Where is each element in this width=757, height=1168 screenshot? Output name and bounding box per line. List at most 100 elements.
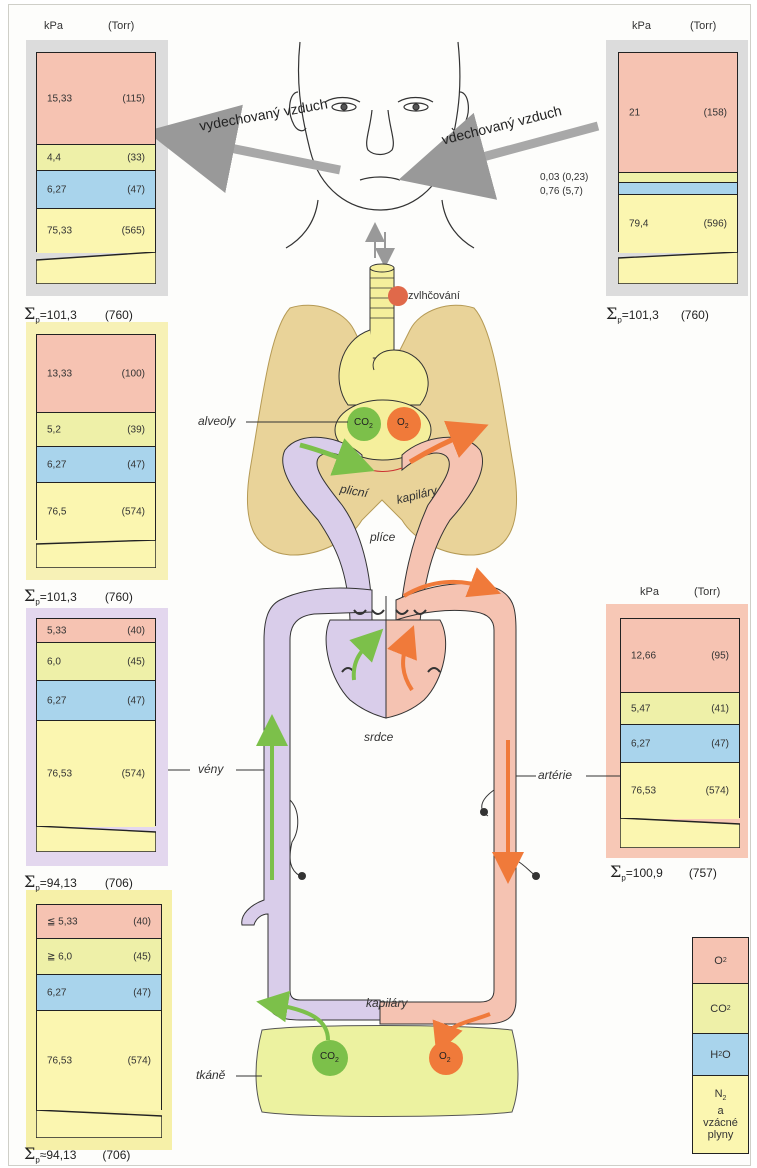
expired-o2-segment: 15,33 (115): [37, 53, 155, 145]
veins-h2o-torr: (47): [127, 695, 145, 706]
tissues-h2o-segment: 6,27(47): [37, 975, 161, 1011]
alveoli-co2-torr: (39): [127, 424, 145, 435]
inspired-h2o-segment: [619, 183, 737, 195]
tissues-sum-torr: (706): [102, 1148, 130, 1162]
expired-n2-kpa: 75,33: [47, 226, 72, 237]
veins-sum-torr: (706): [105, 876, 133, 890]
arteries-o2-torr: (95): [711, 650, 729, 661]
tissue-shape: [256, 1026, 518, 1117]
tissue-co2-bubble-text: CO2: [320, 1051, 339, 1064]
arteries-n2-kpa: 76,53: [631, 786, 656, 797]
heart-label: srdce: [364, 730, 393, 744]
tissues-n2-kpa: 76,53: [47, 1056, 72, 1067]
tissues-n2-torr: (574): [128, 1056, 151, 1067]
inspired-bar: 21(158) 79,4 (596): [618, 52, 738, 252]
veins-label: vény: [198, 762, 223, 776]
arteries-o2-segment: 12,66 (95): [621, 619, 739, 693]
tissues-o2-torr: (40): [133, 916, 151, 927]
legend-n2: N2 a vzácné plyny: [693, 1076, 748, 1153]
expired-sum: Σp=101,3(760): [24, 304, 133, 324]
inspired-n2-tail: [618, 252, 738, 284]
inspired-n2-kpa: 79,4: [629, 219, 648, 230]
veins-h2o-kpa: 6,27: [47, 695, 66, 706]
veins-n2-segment: 76,53 (574): [37, 721, 155, 827]
veins-co2-torr: (45): [127, 656, 145, 667]
alveoli-bar: 13,33(100) 5,2(39) 6,27(47) 76,5(574): [36, 334, 156, 540]
inspired-o2-segment: 21(158): [619, 53, 737, 173]
veins-co2-kpa: 6,0: [47, 656, 61, 667]
alveoli-n2-segment: 76,5 (574): [37, 483, 155, 541]
tissue-o2-bubble-text: O2: [439, 1051, 451, 1064]
tissues-n2-tail: [36, 1110, 162, 1138]
tissues-co2-segment: ≧ 6,0(45): [37, 939, 161, 975]
arteries-label: artérie: [538, 768, 572, 782]
alveoli-o2-segment: 13,33 (100): [37, 335, 155, 413]
expired-sum-torr: (760): [105, 308, 133, 322]
expired-o2-torr: (115): [122, 93, 145, 104]
veins-n2-torr: (574): [122, 769, 145, 780]
inspired-n2-segment: 79,4 (596): [619, 195, 737, 253]
alveoli-n2-torr: (574): [122, 507, 145, 518]
veins-n2-tail: [36, 826, 156, 852]
arteries-sum-torr: (757): [689, 866, 717, 880]
alveoli-h2o-kpa: 6,27: [47, 459, 66, 470]
veins-bar: 5,33(40) 6,0 (45) 6,27 (47) 76,53 (574): [36, 618, 156, 826]
arteries-torr-header: (Torr): [694, 586, 720, 598]
inspired-o2-kpa: 21: [629, 107, 640, 118]
inspired-sum-kpa: 101,3: [629, 308, 659, 322]
veins-sum: Σp=94,13(706): [24, 872, 133, 892]
expired-sum-kpa: 101,3: [47, 308, 77, 322]
expired-co2-kpa: 4,4: [47, 152, 61, 163]
alveoli-n2-kpa: 76,5: [47, 507, 66, 518]
expired-h2o-segment: 6,27(47): [37, 171, 155, 209]
arteries-o2-kpa: 12,66: [631, 650, 656, 661]
alveoli-sum-kpa: 101,3: [47, 590, 77, 604]
expired-torr-header: (Torr): [108, 20, 134, 32]
veins-co2-segment: 6,0 (45): [37, 643, 155, 681]
alveoli-label: alveoly: [198, 414, 235, 428]
tissues-o2-kpa: ≦ 5,33: [47, 916, 78, 927]
alveoli-n2-tail: [36, 540, 156, 568]
expired-n2-segment: 75,33 (565): [37, 209, 155, 253]
arteries-n2-torr: (574): [706, 786, 729, 797]
arteries-n2-tail: [620, 818, 740, 848]
arteries-h2o-kpa: 6,27: [631, 738, 650, 749]
veins-n2-kpa: 76,53: [47, 769, 72, 780]
veins-sum-kpa: 94,13: [47, 876, 77, 890]
alveoli-o2-torr: (100): [122, 368, 145, 379]
alveoli-h2o-torr: (47): [127, 459, 145, 470]
veins-h2o-segment: 6,27 (47): [37, 681, 155, 721]
inspired-h2o-side-label: 0,76 (5,7): [540, 186, 583, 197]
arteries-n2-segment: 76,53 (574): [621, 763, 739, 819]
alveoli-o2-kpa: 13,33: [47, 368, 72, 379]
arteries-h2o-segment: 6,27(47): [621, 725, 739, 763]
arteries-co2-kpa: 5,47: [631, 703, 650, 714]
inspired-sum-torr: (760): [681, 308, 709, 322]
inspired-n2-torr: (596): [704, 219, 727, 230]
tissues-co2-torr: (45): [133, 951, 151, 962]
arteries-sum-kpa: 100,9: [633, 866, 663, 880]
tissues-sum-kpa: 94,13: [46, 1148, 76, 1162]
arteries-co2-segment: 5,47(41): [621, 693, 739, 725]
humidification-label: zvlhčování: [408, 290, 460, 302]
inspired-co2-segment: [619, 173, 737, 183]
expired-n2-torr: (565): [122, 226, 145, 237]
expired-co2-segment: 4,4(33): [37, 145, 155, 171]
expired-o2-kpa: 15,33: [47, 93, 72, 104]
arteries-bar: 12,66 (95) 5,47(41) 6,27(47) 76,53 (574): [620, 618, 740, 818]
alveoli-sum: Σp=101,3(760): [24, 586, 133, 606]
veins-o2-torr: (40): [127, 625, 145, 636]
tissues-label: tkáně: [196, 1068, 225, 1082]
tissues-h2o-torr: (47): [133, 987, 151, 998]
expired-h2o-kpa: 6,27: [47, 184, 66, 195]
capillaries-label: kapiláry: [366, 996, 407, 1010]
expired-bar: 15,33 (115) 4,4(33) 6,27(47) 75,33 (565): [36, 52, 156, 252]
lungs-label: plíce: [370, 530, 395, 544]
alveoli-sum-torr: (760): [105, 590, 133, 604]
arteries-sum: Σp=100,9(757): [610, 862, 717, 882]
veins-o2-segment: 5,33(40): [37, 619, 155, 643]
inspired-sum: Σp=101,3(760): [606, 304, 709, 324]
